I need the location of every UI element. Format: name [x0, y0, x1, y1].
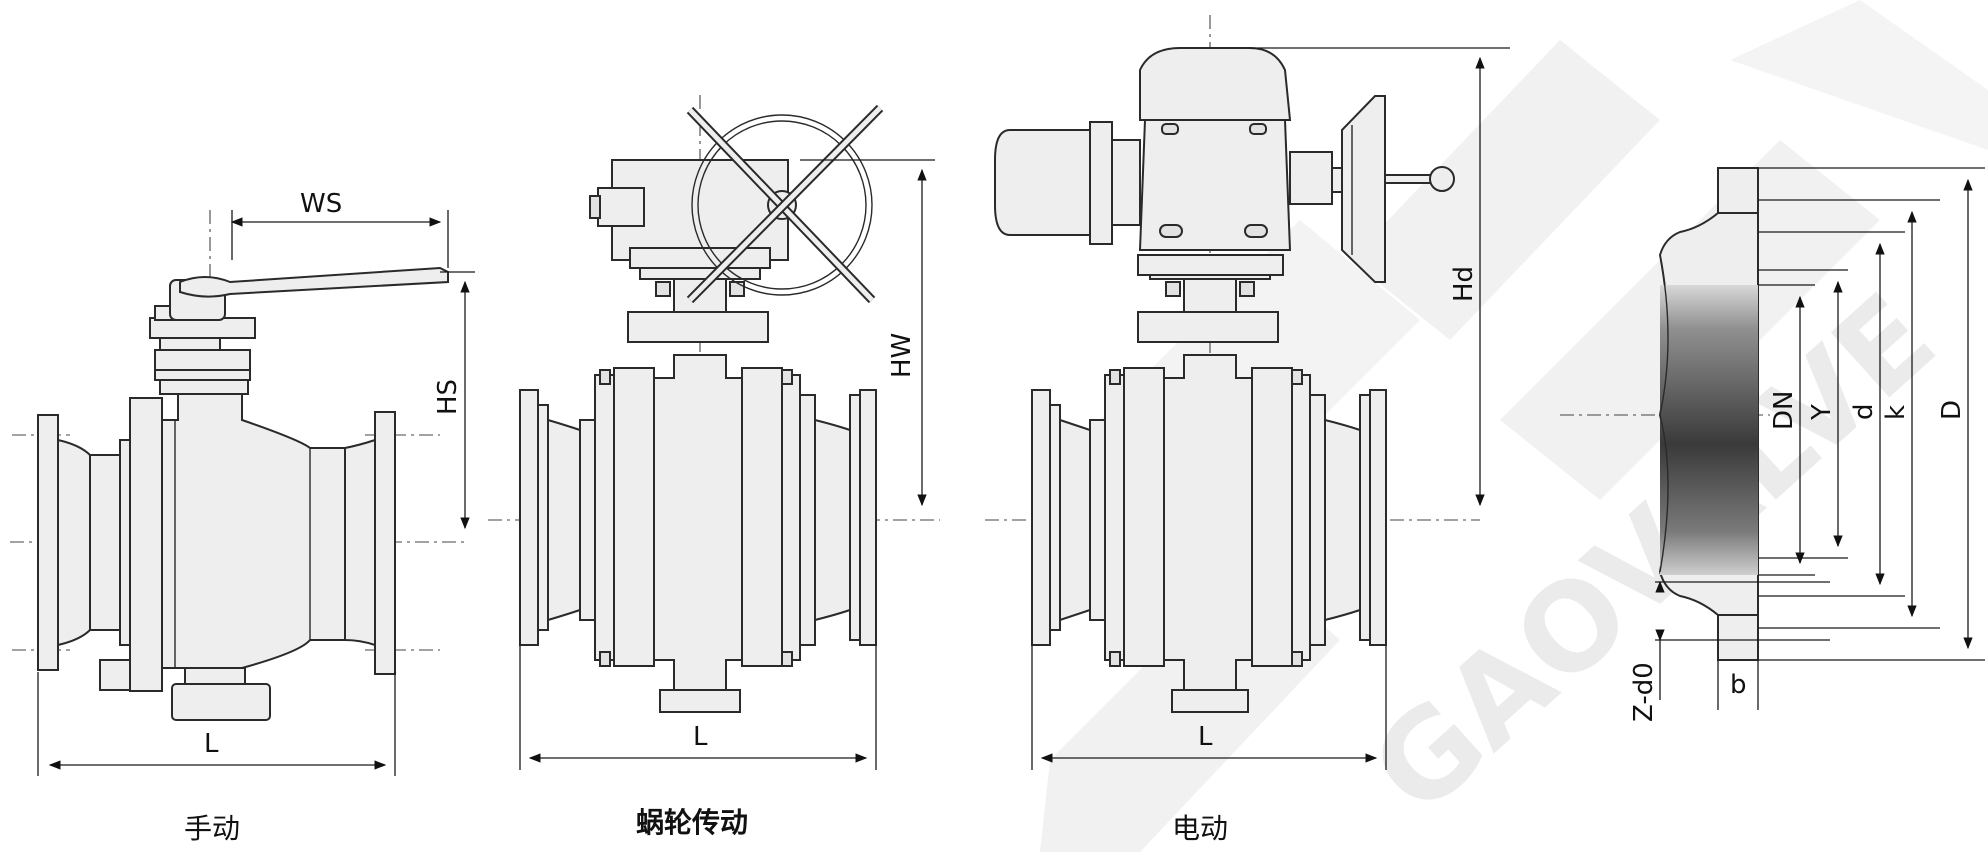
- dim-dn-label: DN: [1769, 391, 1799, 430]
- dim-l-manual-label: L: [204, 729, 219, 759]
- dim-l-electric-label: L: [1198, 722, 1213, 752]
- dim-b-label: b: [1730, 670, 1747, 700]
- caption-electric: 电动: [1172, 812, 1228, 845]
- flange-detail-drawing: [1560, 167, 1770, 661]
- dim-y-label: Y: [1807, 404, 1837, 421]
- manual-valve-drawing: [10, 210, 465, 721]
- dim-hw-label: HW: [887, 333, 917, 378]
- dim-k-label: k: [1881, 405, 1911, 420]
- dim-hd-label: Hd: [1449, 266, 1479, 302]
- dim-l-worm-label: L: [693, 722, 708, 752]
- dim-d-small-label: d: [1849, 403, 1879, 420]
- dimension-labels: WS HS L HW L Hd L DN Y d k D Z-d0 b: [204, 189, 1967, 759]
- dim-z-d0-label: Z-d0: [1629, 662, 1659, 722]
- caption-manual: 手动: [184, 812, 240, 845]
- dimension-lines: [37, 47, 1985, 776]
- electric-valve-drawing: [985, 15, 1480, 715]
- captions: 手动 蜗轮传动 电动: [184, 806, 1228, 845]
- worm-gear-valve-drawing: [488, 95, 940, 713]
- caption-worm-gear: 蜗轮传动: [636, 806, 748, 839]
- dim-ws-label: WS: [300, 189, 342, 219]
- dim-hs-label: HS: [433, 379, 463, 415]
- dim-d-big-label: D: [1937, 400, 1967, 420]
